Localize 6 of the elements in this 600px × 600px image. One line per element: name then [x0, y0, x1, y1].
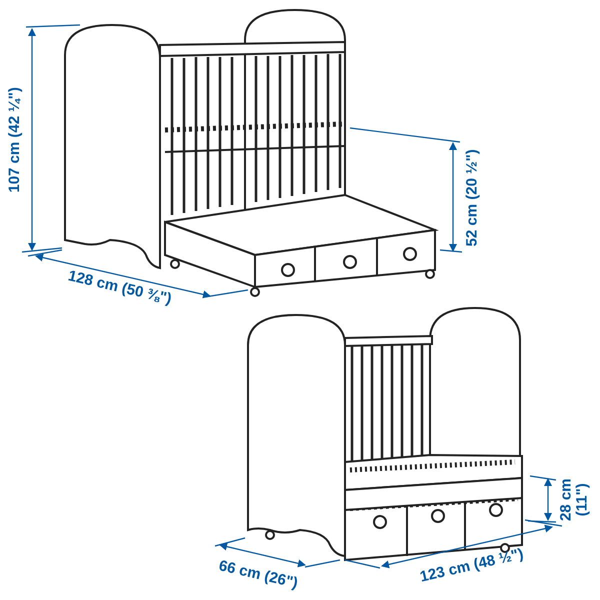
dimension-label: 52 cm (20 ½"): [464, 149, 480, 246]
dimension-label: 28 cm (11"): [558, 477, 590, 524]
dimension-label: 128 cm (50 ⅜"): [66, 268, 173, 308]
dimension-label: 123 cm (48 ½"): [418, 546, 525, 586]
dimension-label: 66 cm (26"): [216, 558, 299, 592]
dimension-label: 107 cm (42 ¼"): [6, 87, 23, 193]
